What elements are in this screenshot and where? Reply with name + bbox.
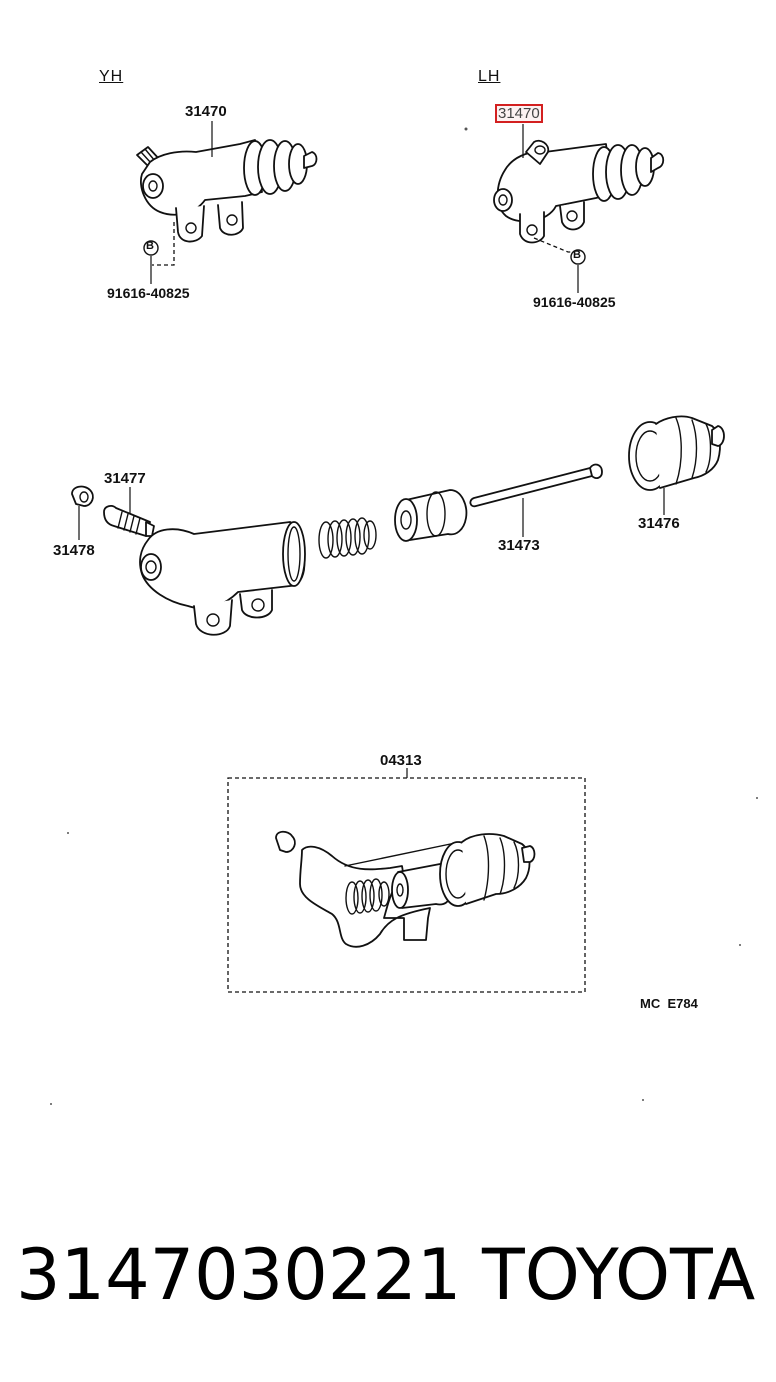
footer-brand: TOYOTA <box>482 1234 756 1316</box>
footer-part-number: 3147030221 <box>16 1234 462 1316</box>
spring <box>319 518 376 558</box>
lh-bolt-symbol-circle <box>571 250 585 264</box>
yh-view-label: YH <box>99 68 124 85</box>
yh-bolt-dashed-leader <box>152 222 174 265</box>
cylinder-body <box>140 522 305 635</box>
push-rod <box>470 465 602 507</box>
lh-bolt-number[interactable]: 91616-40825 <box>533 294 616 310</box>
bleeder-cap-number[interactable]: 31478 <box>53 542 95 559</box>
yh-bolt-symbol-circle <box>144 241 158 255</box>
boot <box>629 416 724 490</box>
push-rod-number[interactable]: 31473 <box>498 537 540 554</box>
lh-part-number-highlighted[interactable]: 31470 <box>495 104 543 123</box>
bleeder-cap <box>72 487 93 506</box>
yh-part-number[interactable]: 31470 <box>185 103 227 120</box>
lh-bolt-symbol: B <box>573 249 581 261</box>
lh-view-label: LH <box>478 68 501 85</box>
boot-number[interactable]: 31476 <box>638 515 680 532</box>
yh-bolt-symbol: B <box>146 240 154 252</box>
bleeder-screw-number[interactable]: 31477 <box>104 470 146 487</box>
lh-slave-cylinder <box>494 141 663 243</box>
piston <box>395 490 466 541</box>
bleeder-screw <box>104 506 154 536</box>
repair-kit-contents <box>276 832 535 947</box>
scan-specks <box>50 127 758 1105</box>
lh-bolt-dashed-leader <box>534 238 572 252</box>
figure-code: MC E784 <box>640 996 698 1011</box>
repair-kit-number[interactable]: 04313 <box>380 752 422 769</box>
yh-bolt-number[interactable]: 91616-40825 <box>107 285 190 301</box>
yh-slave-cylinder <box>137 140 317 242</box>
